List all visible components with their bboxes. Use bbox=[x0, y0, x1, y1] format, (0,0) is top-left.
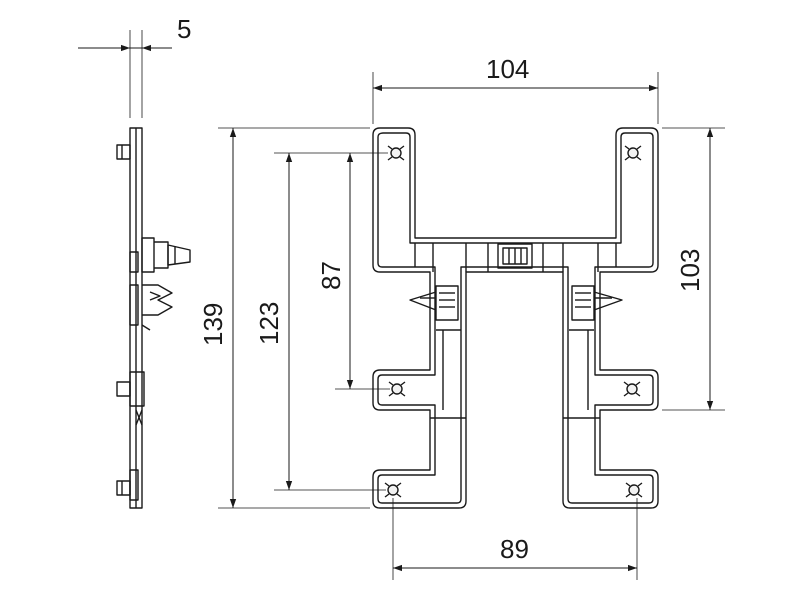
screw-hole-bottom-left bbox=[384, 482, 402, 498]
screw-hole-top-left bbox=[387, 145, 405, 161]
dim-height-total-label: 139 bbox=[198, 303, 228, 346]
front-view bbox=[372, 127, 659, 509]
screw-hole-mid-left bbox=[388, 381, 406, 397]
dimension-hole-vertical-inner: 87 bbox=[316, 153, 390, 390]
dim-thickness-label: 5 bbox=[177, 14, 191, 44]
dim-hole-vertical-inner-label: 87 bbox=[316, 261, 346, 290]
dim-width-total-label: 104 bbox=[486, 54, 529, 84]
dimension-hole-horizontal-bottom: 89 bbox=[392, 498, 638, 580]
dimension-thickness: 5 bbox=[78, 14, 191, 118]
screw-hole-mid-right bbox=[623, 381, 641, 397]
dim-hole-vertical-outer-label: 123 bbox=[254, 302, 284, 345]
dimension-hole-vertical-outer: 123 bbox=[254, 152, 388, 491]
dim-hole-horizontal-bottom-label: 89 bbox=[500, 534, 529, 564]
screw-hole-bottom-right bbox=[625, 482, 643, 498]
side-view bbox=[116, 127, 191, 509]
dimension-height-right: 103 bbox=[662, 127, 725, 411]
dimension-width-total: 104 bbox=[372, 54, 659, 124]
dim-height-right-label: 103 bbox=[675, 249, 705, 292]
dimension-height-total: 139 bbox=[198, 127, 370, 509]
screw-hole-top-right bbox=[624, 145, 642, 161]
